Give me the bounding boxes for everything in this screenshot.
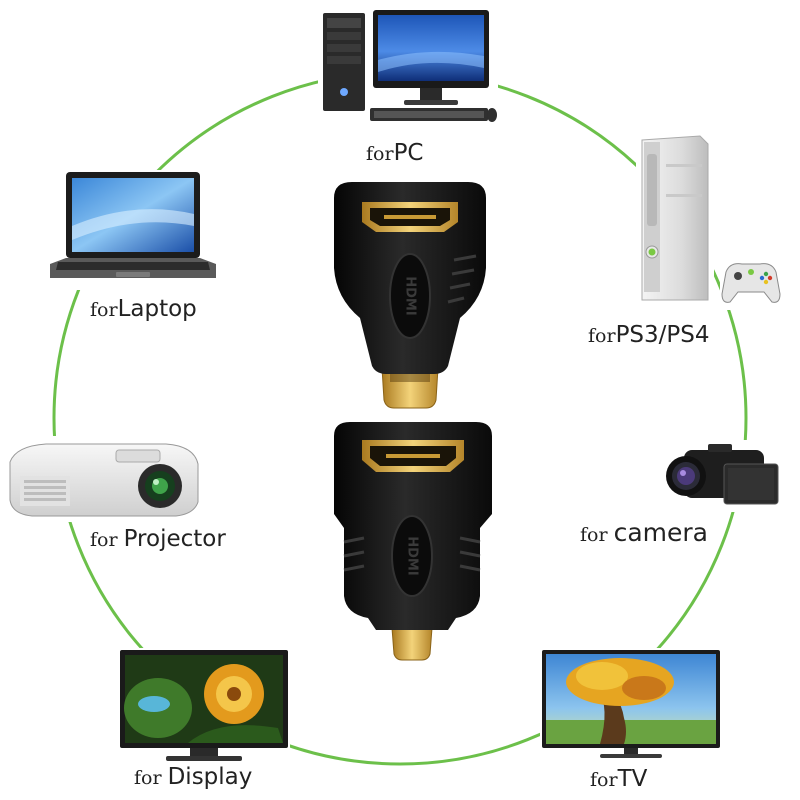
- monitor-icon: [118, 648, 290, 764]
- caption-prefix: for: [590, 769, 618, 791]
- hdmi-logo-text: HDMI: [403, 276, 418, 315]
- gamepad-icon: [720, 254, 782, 310]
- caption-device-name: camera: [613, 518, 708, 547]
- caption-device-name: PC: [393, 140, 424, 166]
- caption-device-name: Display: [167, 764, 253, 790]
- hdmi-to-micro-hdmi-adapter: HDMI: [334, 422, 492, 661]
- game-console-icon: [636, 134, 714, 306]
- hdmi-logo-text: HDMI: [405, 536, 420, 575]
- caption-prefix: for: [134, 767, 168, 789]
- desktop-pc-icon: [318, 8, 498, 128]
- caption-projector: for Projector: [90, 526, 226, 552]
- caption-ps: forPS3/PS4: [588, 322, 710, 348]
- caption-display: for Display: [134, 764, 252, 790]
- caption-prefix: for: [90, 529, 124, 551]
- caption-device-name: PS3/PS4: [615, 322, 710, 348]
- caption-device-name: TV: [617, 766, 648, 792]
- camcorder-icon: [664, 440, 782, 512]
- laptop-icon: [44, 170, 222, 290]
- caption-pc: forPC: [366, 140, 424, 166]
- tv-icon: [540, 648, 722, 760]
- caption-tv: forTV: [590, 766, 647, 792]
- caption-prefix: for: [580, 524, 614, 546]
- caption-prefix: for: [588, 325, 616, 347]
- hdmi-to-mini-hdmi-adapter: HDMI: [334, 182, 486, 409]
- caption-laptop: forLaptop: [90, 296, 197, 322]
- caption-camera: for camera: [580, 518, 708, 547]
- caption-prefix: for: [90, 299, 118, 321]
- caption-device-name: Laptop: [117, 296, 197, 322]
- caption-prefix: for: [366, 143, 394, 165]
- caption-device-name: Projector: [123, 526, 226, 552]
- projector-icon: [6, 436, 202, 522]
